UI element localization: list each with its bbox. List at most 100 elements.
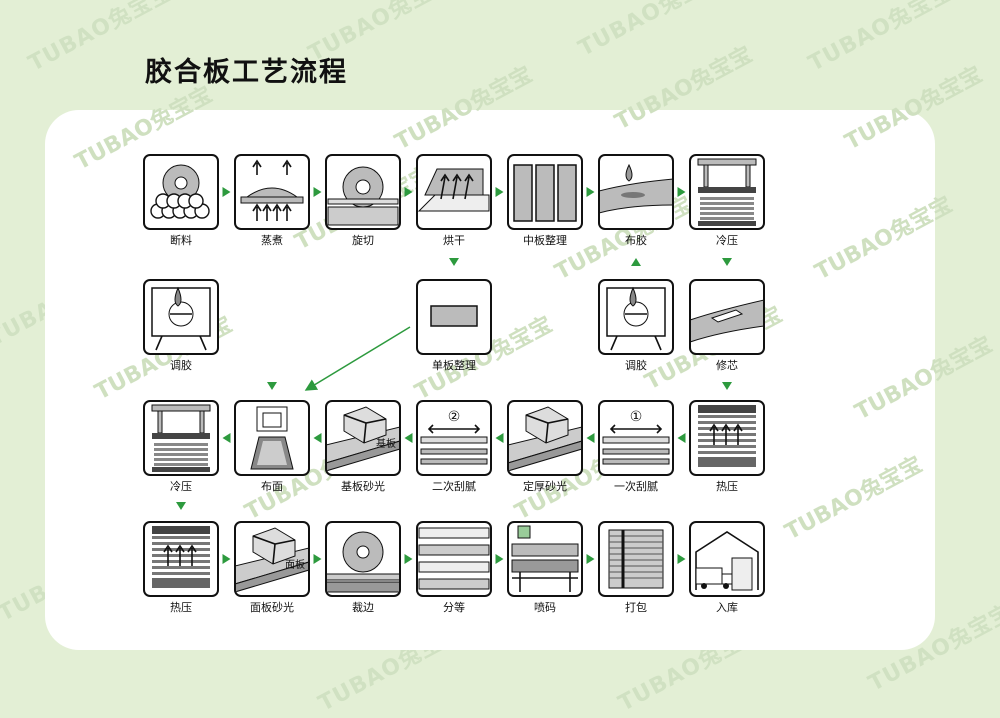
step-cold-press: 冷压	[143, 400, 219, 493]
step-label: 定厚砂光	[523, 479, 567, 493]
svg-text:②: ②	[448, 409, 461, 425]
veneer-sort-icon	[430, 305, 478, 327]
core-veneer-icon	[513, 164, 577, 222]
arrow-down-icon	[267, 382, 277, 390]
arrow-right-icon	[495, 554, 504, 564]
step-printing: 喷码	[507, 521, 583, 614]
watermark-text: TUBAO兔宝宝	[841, 61, 987, 155]
diagonal-arrow	[304, 326, 411, 391]
arrow-down-icon	[176, 502, 186, 510]
glue-mixing-icon	[151, 286, 211, 351]
arrow-down-icon	[449, 258, 459, 266]
arrow-right-icon	[586, 554, 595, 564]
process-flow-diagram: TUBAO兔宝宝 TUBAO兔宝宝 TUBAO兔宝宝 TUBAO兔宝宝 TUBAO兔宝宝…	[71, 41, 997, 614]
svg-text:面板: 面板	[285, 558, 305, 571]
arrow-right-icon	[404, 187, 413, 197]
arrow-left-icon	[495, 433, 504, 443]
step-label: 中板整理	[523, 233, 567, 247]
step-hot-press: 热压	[143, 521, 219, 614]
step-log-saw: 断料	[143, 154, 219, 247]
step-box	[143, 521, 219, 597]
watermark-text: TUBAO兔宝宝	[611, 41, 757, 135]
step-hot-press: 热压	[689, 400, 765, 493]
step-label: 分等	[443, 600, 465, 614]
arrow-left-icon	[677, 433, 686, 443]
putty-icon: ②	[420, 409, 488, 465]
arrow-right-icon	[222, 554, 231, 564]
page-title: 胶合板工艺流程	[145, 57, 348, 88]
step-label: 二次刮腻	[432, 479, 476, 493]
edge-trim-icon	[327, 531, 399, 593]
arrow-right-icon	[677, 187, 686, 197]
watermark-text: TUBAO兔宝宝	[781, 451, 927, 545]
face-lay-icon	[250, 406, 294, 470]
step-label: 热压	[716, 480, 738, 493]
step-label: 打包	[625, 600, 647, 614]
log-saw-icon	[150, 164, 210, 219]
step-label: 断料	[170, 233, 192, 247]
packing-icon	[608, 529, 664, 589]
arrow-up-icon	[631, 258, 641, 266]
arrow-right-icon	[586, 187, 595, 197]
step-label: 单板整理	[432, 358, 476, 372]
step-drying: 烘干	[416, 154, 492, 247]
step-steaming: 蒸煮	[234, 154, 310, 247]
arrow-left-icon	[222, 433, 231, 443]
step-rotary-cut: 旋切	[325, 154, 401, 247]
step-label: 旋切	[352, 233, 374, 247]
step-label: 入库	[716, 601, 738, 614]
step-label: 布面	[261, 480, 283, 493]
cold-press-icon	[151, 404, 211, 472]
hot-press-icon	[698, 405, 756, 467]
step-label: 裁边	[352, 601, 374, 614]
step-label: 调胶	[170, 358, 192, 372]
step-putty: ② 二次刮腻	[416, 400, 492, 493]
step-glue-mixing: 调胶	[598, 279, 674, 372]
arrow-down-icon	[722, 258, 732, 266]
step-label: 蒸煮	[261, 234, 283, 247]
watermark-text: TUBAO兔宝宝	[851, 331, 997, 425]
sanding-icon	[509, 406, 581, 472]
sanding-icon: 面板	[236, 527, 308, 593]
arrow-down-icon	[722, 382, 732, 390]
hot-press-icon	[152, 526, 210, 588]
arrow-left-icon	[586, 433, 595, 443]
step-label: 修芯	[716, 358, 738, 372]
step-grading: 分等	[416, 521, 492, 614]
step-label: 喷码	[534, 601, 556, 614]
step-label: 烘干	[443, 233, 465, 247]
step-putty: ① 一次刮腻	[598, 400, 674, 493]
watermark-text: TUBAO兔宝宝	[391, 61, 537, 155]
step-label: 热压	[170, 601, 192, 614]
step-packing: 打包	[598, 521, 674, 614]
arrow-right-icon	[677, 554, 686, 564]
step-face-lay: 布面	[234, 400, 310, 493]
core-repair-icon	[691, 299, 763, 343]
step-label: 面板砂光	[250, 600, 294, 614]
sanding-icon: 基板	[327, 406, 399, 472]
flow-arrows	[176, 187, 732, 564]
step-sanding: 定厚砂光	[507, 400, 583, 493]
step-box	[689, 400, 765, 476]
warehouse-icon	[695, 531, 759, 591]
putty-icon: ①	[602, 409, 670, 465]
step-glue-mixing: 调胶	[143, 279, 219, 372]
step-cold-press: 冷压	[689, 154, 765, 247]
step-warehouse: 入库	[689, 521, 765, 614]
svg-text:基板: 基板	[376, 437, 396, 450]
glue-spread-icon	[600, 163, 672, 214]
grading-icon	[418, 527, 490, 590]
step-veneer-sort: 单板整理	[416, 279, 492, 372]
cold-press-icon	[697, 158, 757, 226]
arrow-right-icon	[313, 554, 322, 564]
arrow-right-icon	[222, 187, 231, 197]
arrow-right-icon	[313, 187, 322, 197]
printing-icon	[511, 525, 579, 592]
step-edge-trim: 裁边	[325, 521, 401, 614]
svg-text:①: ①	[630, 409, 643, 425]
watermark-text: TUBAO兔宝宝	[811, 191, 957, 285]
step-label: 一次刮腻	[614, 479, 658, 493]
step-nodes: 断料蒸煮旋切烘干中板整理布胶冷压单板整理调胶调胶修芯冷压布面基板基板砂光②二次刮…	[143, 154, 765, 614]
